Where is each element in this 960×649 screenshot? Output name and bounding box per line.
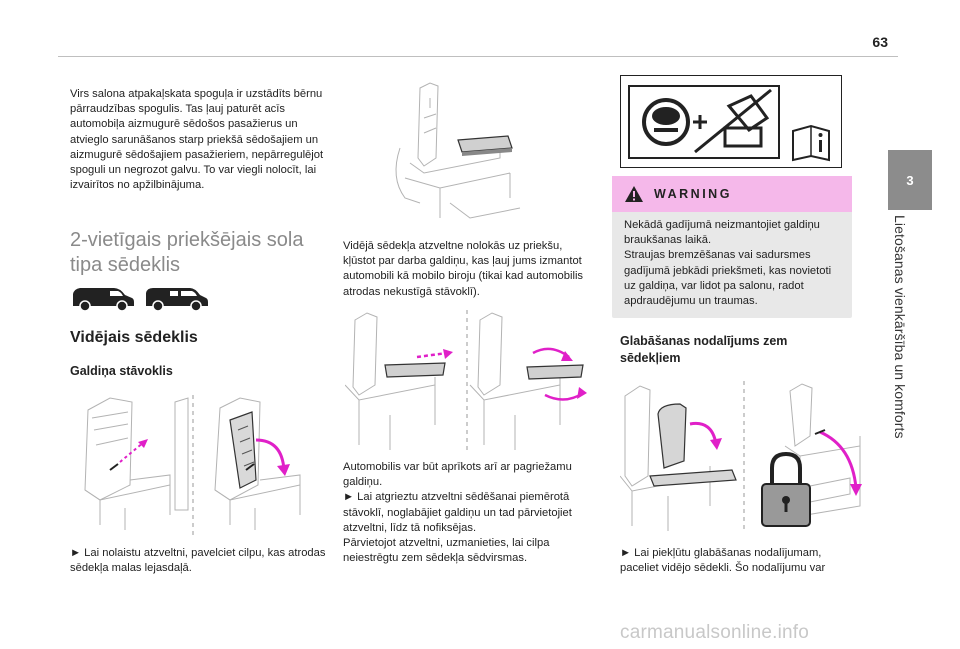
caption-fold-seat: ► Lai nolaistu atzveltni, pavelciet cilp… <box>70 547 326 575</box>
watermark: carmanualsonline.info <box>620 622 810 643</box>
heading-storage-compartment: Glabāšanas nodalījums zem sēdekļiem <box>620 334 788 365</box>
chapter-number: 3 <box>906 172 914 188</box>
chapter-tab[interactable]: 3 <box>888 150 932 210</box>
swivel-table-illustration <box>345 310 587 450</box>
section-title: 2-vietīgais priekšējais sola tipa sēdekl… <box>70 229 304 276</box>
warning-header: WARNING <box>612 176 852 212</box>
chapter-title: Lietošanas vienkāršība un komforts <box>892 215 908 439</box>
page-number: 63 <box>872 34 888 50</box>
heading-middle-seat: Vidējais sēdeklis <box>70 329 198 346</box>
padlock-icon <box>761 451 811 527</box>
heading-table-position: Galdiņa stāvoklis <box>70 364 173 378</box>
chapter-title-vertical: Lietošanas vienkāršība un komforts <box>892 215 916 465</box>
intro-paragraph: Virs salona atpakaļskata spoguļa ir uzst… <box>70 88 324 192</box>
warning-title: WARNING <box>654 187 732 201</box>
safety-pictogram <box>620 75 842 168</box>
read-manual-icon <box>792 124 830 162</box>
van-icon <box>146 288 208 312</box>
vehicle-icons <box>70 284 210 312</box>
seat-table-illustration <box>395 82 521 219</box>
swivel-table-instructions: Automobilis var būt aprīkots arī ar pagr… <box>343 461 572 565</box>
van-icon <box>73 288 134 312</box>
header-divider <box>58 56 898 57</box>
no-objects-icon <box>723 94 770 148</box>
warning-box: WARNING Nekādā gadījumā neizmantojiet ga… <box>612 176 852 318</box>
warning-triangle-icon <box>625 186 643 202</box>
warning-text: Nekādā gadījumā neizmantojiet galdiņu br… <box>624 219 832 308</box>
airbag-steering-wheel-icon <box>642 98 690 146</box>
storage-compartment-illustration <box>620 381 862 531</box>
table-description: Vidējā sēdekļa atzveltne nolokās uz prie… <box>343 240 584 298</box>
seat-fold-illustration <box>84 395 301 535</box>
caption-storage: ► Lai piekļūtu glabāšanas nodalījumam, p… <box>620 547 826 575</box>
